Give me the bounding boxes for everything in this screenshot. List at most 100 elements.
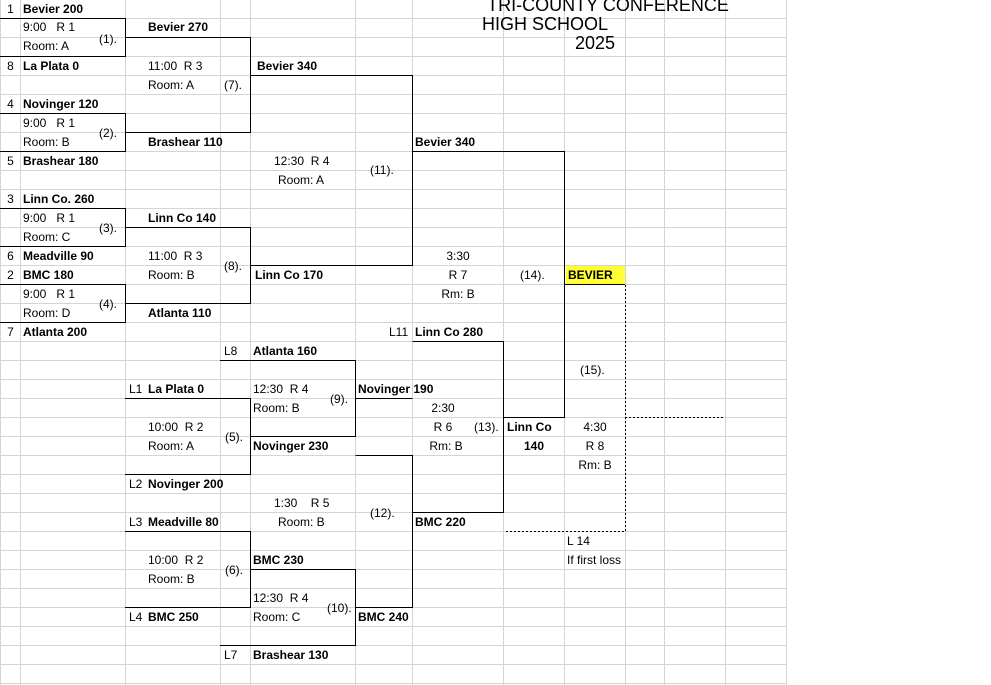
bracket-line bbox=[0, 208, 126, 247]
loser-tag: L3 bbox=[129, 515, 143, 529]
team-cell[interactable]: Novinger 120 bbox=[23, 97, 99, 111]
bracket-line bbox=[412, 341, 504, 513]
team-cell[interactable]: Bevier 200 bbox=[23, 2, 84, 16]
game-room: Room: B bbox=[23, 135, 70, 149]
game-time: 11:00 R 3 bbox=[148, 249, 203, 263]
game-room: Rm: B bbox=[441, 287, 475, 301]
team-cell[interactable]: Meadville 90 bbox=[23, 249, 94, 263]
bracket-line bbox=[125, 227, 251, 304]
note-text: If first loss bbox=[567, 553, 622, 567]
seed-number: 1 bbox=[7, 2, 14, 16]
bracket-line bbox=[125, 37, 251, 133]
seed-number: 6 bbox=[7, 249, 14, 263]
game-room: Room: A bbox=[278, 173, 325, 187]
loser-tag: L11 bbox=[389, 325, 409, 339]
loser-tag: L8 bbox=[224, 344, 238, 358]
game-number: (14). bbox=[520, 268, 545, 282]
team-cell[interactable]: BMC 180 bbox=[23, 268, 74, 282]
seed-number: 7 bbox=[7, 325, 14, 339]
game-room: Room: B bbox=[148, 268, 195, 282]
team-cell[interactable]: Linn Co 170 bbox=[255, 268, 324, 282]
team-cell[interactable]: BMC 250 bbox=[148, 610, 199, 624]
bracket-line bbox=[0, 284, 126, 323]
game-time: 3:30 bbox=[446, 249, 470, 263]
game-time: 9:00 R 1 bbox=[23, 20, 76, 34]
team-cell[interactable]: Novinger 200 bbox=[148, 477, 224, 491]
game-room: Room: B bbox=[148, 572, 195, 586]
champion-cell[interactable]: BEVIER bbox=[566, 266, 625, 285]
game-time: 9:00 R 1 bbox=[23, 287, 76, 301]
game-number: (4). bbox=[99, 297, 117, 311]
bracket-line bbox=[0, 113, 126, 152]
team-cell-score: 140 bbox=[523, 439, 545, 453]
team-cell[interactable]: Linn Co. 260 bbox=[23, 192, 95, 206]
game-number: (6). bbox=[225, 563, 243, 577]
game-time: 4:30 bbox=[583, 420, 607, 434]
team-cell[interactable]: BMC 230 bbox=[253, 553, 304, 567]
team-cell[interactable]: La Plata 0 bbox=[23, 59, 80, 73]
team-cell[interactable]: Bevier 340 bbox=[257, 59, 318, 73]
game-round: R 7 bbox=[448, 268, 468, 282]
game-number: (8). bbox=[224, 259, 242, 273]
seed-number: 5 bbox=[7, 154, 14, 168]
team-cell[interactable]: Atlanta 160 bbox=[253, 344, 318, 358]
game-number: (1). bbox=[99, 32, 117, 46]
team-cell[interactable]: Linn Co bbox=[507, 420, 552, 434]
game-number: (3). bbox=[99, 221, 117, 235]
game-room: Room: C bbox=[23, 230, 71, 244]
team-cell[interactable]: BMC 240 bbox=[358, 610, 409, 624]
seed-number: 2 bbox=[7, 268, 14, 282]
team-cell[interactable]: BMC 220 bbox=[415, 515, 466, 529]
seed-number: 3 bbox=[7, 192, 14, 206]
game-number: (10). bbox=[327, 601, 352, 615]
game-time: 9:00 R 1 bbox=[23, 116, 76, 130]
loser-tag: L 14 bbox=[567, 534, 590, 548]
bracket-line bbox=[0, 18, 126, 57]
game-time: 12:30 R 4 bbox=[253, 591, 309, 605]
team-cell[interactable]: Linn Co 280 bbox=[415, 325, 484, 339]
bracket-line bbox=[355, 455, 413, 608]
team-cell[interactable]: Novinger 230 bbox=[253, 439, 329, 453]
game-time: 10:00 R 2 bbox=[148, 420, 204, 434]
bracket-line bbox=[125, 531, 251, 608]
game-number: (2). bbox=[99, 126, 117, 140]
game-round: R 8 bbox=[585, 439, 605, 453]
game-time: 9:00 R 1 bbox=[23, 211, 76, 225]
team-cell[interactable]: Brashear 110 bbox=[148, 135, 223, 149]
team-cell[interactable]: Bevier 340 bbox=[415, 135, 476, 149]
loser-tag: L1 bbox=[129, 382, 143, 396]
game-time: 1:30 R 5 bbox=[274, 496, 330, 510]
bracket-line bbox=[250, 75, 413, 266]
game-room: Room: C bbox=[253, 610, 301, 624]
game-number: (5). bbox=[225, 430, 243, 444]
team-cell[interactable]: La Plata 0 bbox=[148, 382, 205, 396]
team-cell[interactable]: Bevier 270 bbox=[148, 20, 209, 34]
loser-tag: L7 bbox=[224, 648, 238, 662]
game-number: (12). bbox=[370, 506, 395, 520]
team-cell[interactable]: Brashear 130 bbox=[253, 648, 329, 662]
team-cell[interactable]: Atlanta 200 bbox=[23, 325, 88, 339]
bracket-line bbox=[125, 398, 251, 475]
game-room: Room: B bbox=[278, 515, 325, 529]
seed-number: 8 bbox=[7, 59, 14, 73]
game-room: Room: A bbox=[148, 439, 195, 453]
team-cell[interactable]: Novinger 190 bbox=[358, 382, 434, 396]
game-room: Room: D bbox=[23, 306, 71, 320]
bracket-title-year: 2025 bbox=[574, 33, 616, 53]
game-round: R 6 bbox=[433, 420, 453, 434]
bracket-title-line2: HIGH SCHOOL bbox=[481, 14, 609, 34]
loser-tag: L2 bbox=[129, 477, 143, 491]
team-cell[interactable]: Linn Co 140 bbox=[148, 211, 217, 225]
team-cell[interactable]: Brashear 180 bbox=[23, 154, 99, 168]
loser-tag: L4 bbox=[129, 610, 143, 624]
bracket-line bbox=[412, 151, 565, 418]
game-time: 12:30 R 4 bbox=[274, 154, 330, 168]
team-cell[interactable]: Atlanta 110 bbox=[148, 306, 212, 320]
bracket-line bbox=[220, 569, 356, 646]
game-number: (13). bbox=[474, 420, 499, 434]
game-number: (15). bbox=[580, 363, 605, 377]
game-room: Rm: B bbox=[578, 458, 612, 472]
game-time: 12:30 R 4 bbox=[253, 382, 309, 396]
team-cell[interactable]: Meadville 80 bbox=[148, 515, 219, 529]
